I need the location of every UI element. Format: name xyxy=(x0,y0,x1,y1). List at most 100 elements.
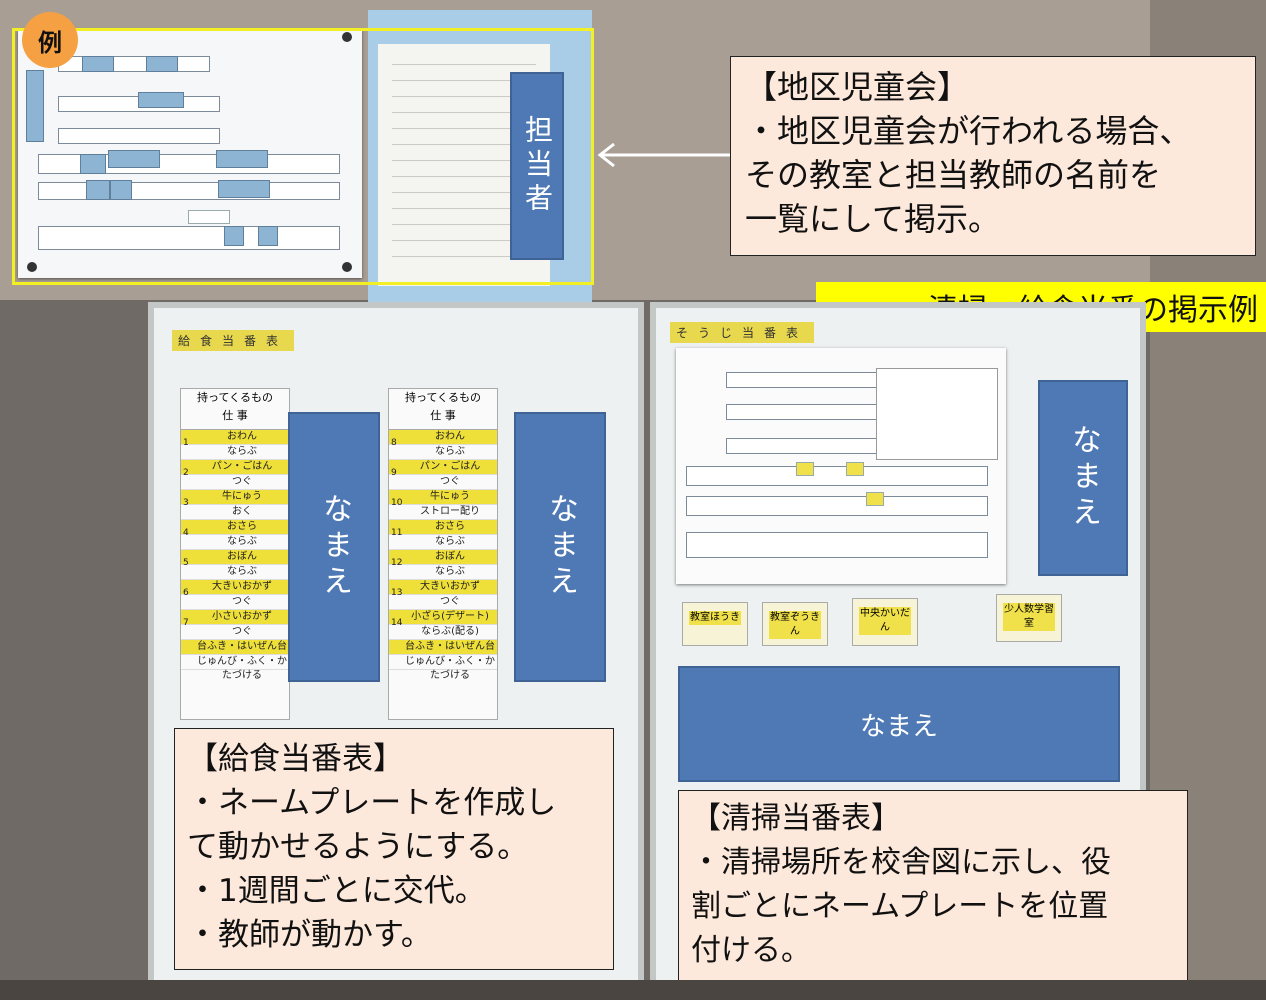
cleaning-callout-line-1: ・清掃場所を校舎図に示し、役 xyxy=(691,845,1111,880)
lunch-name-box-left: なまえ xyxy=(288,412,380,682)
duty-right-14: ならぶ(配る) xyxy=(389,625,497,640)
cleaning-card-4-label: 少人数学習室 xyxy=(1003,603,1055,631)
yellow-highlight-frame xyxy=(12,28,594,285)
roster-left-header-2: 仕 事 xyxy=(222,409,248,422)
duty-left-12: つぐ xyxy=(181,595,289,610)
tantousha-label: 担当者 xyxy=(521,115,554,217)
district-council-title: 【地区児童会】 xyxy=(745,68,970,106)
duty-right-12: つぐ xyxy=(389,595,497,610)
district-council-callout: 【地区児童会】 ・地区児童会が行われる場合、 その教室と担当教師の名前を 一覧に… xyxy=(730,56,1256,256)
duty-right-2: ならぶ xyxy=(389,445,497,460)
duty-right-16: じゅんび・ふく・かたづける xyxy=(389,655,497,681)
cleaning-card-3-label: 中央かいだん xyxy=(859,607,911,635)
roster-left-header-1: 持ってくるもの xyxy=(197,391,273,404)
duty-left-15: 台ふき・はいぜん台 xyxy=(181,640,289,655)
duty-number-left-7: 7 xyxy=(183,618,189,628)
duty-left-16: じゅんび・ふく・かたづける xyxy=(181,655,289,681)
cleaning-callout-title: 【清掃当番表】 xyxy=(691,801,901,836)
lunch-callout: 【給食当番表】 ・ネームプレートを作成し て動かせるようにする。 ・1週間ごとに… xyxy=(174,728,614,970)
pin-3 xyxy=(342,32,352,42)
cleaning-board-title: そうじ当番表 xyxy=(670,322,815,343)
cleaning-callout-line-2: 割ごとにネームプレートを位置 xyxy=(691,889,1109,924)
duty-number-right-7: 14 xyxy=(391,618,403,628)
lunch-name-box-right: なまえ xyxy=(514,412,606,682)
duty-left-4: つぐ xyxy=(181,475,289,490)
duty-right-6: ストロー配り xyxy=(389,505,497,520)
roster-right-head: 持ってくるもの 仕 事 xyxy=(389,389,497,430)
duty-number-right-4: 11 xyxy=(391,528,403,538)
district-council-line-3: 一覧にして掲示。 xyxy=(745,200,1001,238)
duty-number-left-5: 5 xyxy=(183,558,189,568)
duty-number-left-1: 1 xyxy=(183,438,189,448)
lunch-callout-line-1: ・ネームプレートを作成し xyxy=(187,785,557,821)
cleaning-name-right-label: なまえ xyxy=(1066,424,1101,532)
duty-number-left-3: 3 xyxy=(183,498,189,508)
duty-left-14: つぐ xyxy=(181,625,289,640)
pin-2 xyxy=(342,262,352,272)
duty-left-8: ならぶ xyxy=(181,535,289,550)
lunch-board-title: 給食当番表 xyxy=(172,330,295,351)
example-badge: 例 xyxy=(22,12,78,68)
lunch-name-left-label: なまえ xyxy=(317,493,352,601)
cleaning-card-4: 少人数学習室 xyxy=(996,594,1062,642)
arrow-left-icon xyxy=(597,142,732,168)
duty-left-2: ならぶ xyxy=(181,445,289,460)
roster-right-header-1: 持ってくるもの xyxy=(405,391,481,404)
lunch-callout-line-2: て動かせるようにする。 xyxy=(187,829,529,865)
cleaning-name-box-right: なまえ xyxy=(1038,380,1128,576)
duty-right-8: ならぶ xyxy=(389,535,497,550)
bottom-shadow xyxy=(0,980,1266,1000)
duty-number-right-3: 10 xyxy=(391,498,403,508)
lunch-callout-title: 【給食当番表】 xyxy=(187,741,404,777)
district-council-line-2: その教室と担当教師の名前を xyxy=(745,156,1162,194)
roster-right-header-2: 仕 事 xyxy=(430,409,456,422)
cleaning-card-1: 教室ほうき xyxy=(682,602,748,646)
duty-right-15: 台ふき・はいぜん台 xyxy=(389,640,497,655)
duty-number-left-6: 6 xyxy=(183,588,189,598)
district-map-sheet xyxy=(18,30,362,278)
district-council-line-1: ・地区児童会が行われる場合、 xyxy=(745,112,1192,150)
duty-right-4: つぐ xyxy=(389,475,497,490)
duty-number-right-5: 12 xyxy=(391,558,403,568)
lunch-callout-line-4: ・教師が動かす。 xyxy=(187,917,432,953)
cleaning-name-bottom-label: なまえ xyxy=(859,711,938,742)
cleaning-card-1-label: 教室ほうき xyxy=(689,611,741,625)
cleaning-name-box-bottom: なまえ xyxy=(678,666,1120,782)
cleaning-card-2: 教室ぞうきん xyxy=(762,602,828,646)
duty-left-6: おく xyxy=(181,505,289,520)
lunch-name-right-label: なまえ xyxy=(543,493,578,601)
cleaning-callout: 【清掃当番表】 ・清掃場所を校舎図に示し、役 割ごとにネームプレートを位置 付け… xyxy=(678,790,1188,986)
duty-number-right-1: 8 xyxy=(391,438,397,448)
duty-number-right-2: 9 xyxy=(391,468,397,478)
roster-left-head: 持ってくるもの 仕 事 xyxy=(181,389,289,430)
duty-number-left-2: 2 xyxy=(183,468,189,478)
tantousha-box: 担当者 xyxy=(510,72,564,260)
duty-number-right-6: 13 xyxy=(391,588,403,598)
pin-1 xyxy=(27,262,37,272)
school-map-sheet xyxy=(676,348,1006,584)
lunch-callout-line-3: ・1週間ごとに交代。 xyxy=(187,873,486,909)
duty-number-left-4: 4 xyxy=(183,528,189,538)
cleaning-callout-line-3: 付ける。 xyxy=(691,933,811,968)
cleaning-card-3: 中央かいだん xyxy=(852,598,918,646)
cleaning-card-2-label: 教室ぞうきん xyxy=(769,611,821,639)
duty-right-10: ならぶ xyxy=(389,565,497,580)
